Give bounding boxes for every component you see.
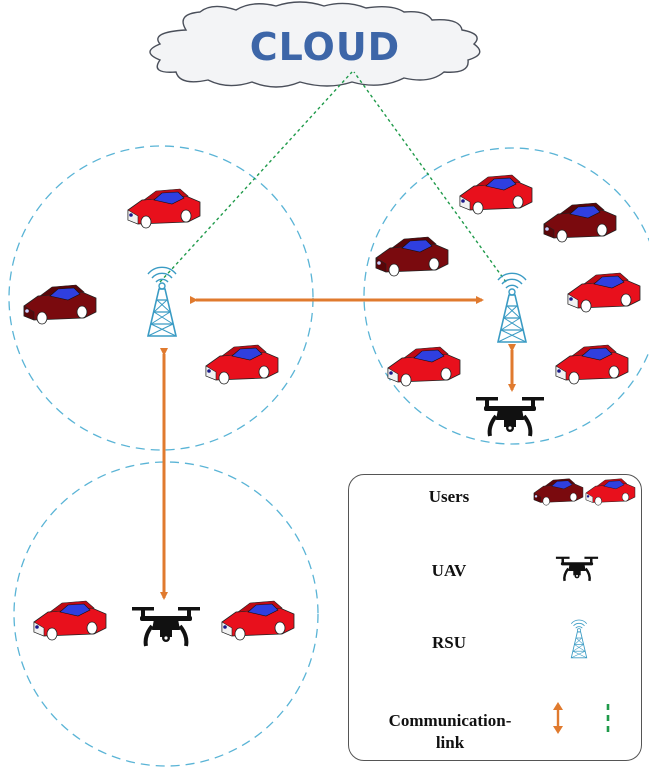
vehicle-red bbox=[387, 346, 461, 387]
legend-label-users: Users bbox=[428, 487, 470, 506]
vehicle-maroon bbox=[23, 284, 97, 325]
vehicle-maroon bbox=[375, 236, 449, 277]
cell-boundary-right bbox=[363, 147, 649, 445]
vehicle-red bbox=[33, 600, 107, 641]
cloud-title: CLOUD bbox=[250, 25, 400, 69]
vehicle-red bbox=[205, 344, 279, 385]
cell-boundary-bottom bbox=[13, 461, 319, 767]
uav-right-cell bbox=[474, 395, 546, 438]
legend-label-link-line1: Communication- bbox=[388, 711, 512, 730]
legend-label-link-line2: link bbox=[435, 733, 465, 752]
vehicle-maroon bbox=[543, 202, 617, 243]
cloud-link-left bbox=[159, 71, 353, 283]
rsu-tower-right bbox=[497, 272, 527, 343]
legend-label-uav: UAV bbox=[431, 561, 467, 580]
vehicle-red bbox=[127, 188, 201, 229]
cloud-link-right bbox=[353, 71, 507, 283]
legend-orange-arrow-icon bbox=[553, 702, 563, 734]
vehicle-red bbox=[555, 344, 629, 385]
cloud: CLOUD bbox=[149, 1, 481, 88]
rsu-tower-left bbox=[147, 266, 177, 337]
vehicle-red bbox=[567, 272, 641, 313]
vehicle-red bbox=[221, 600, 295, 641]
legend-box: Users UAV RSU Communication- link bbox=[348, 474, 642, 761]
vehicle-red bbox=[459, 174, 533, 215]
uav-bottom-cell bbox=[130, 605, 202, 648]
legend-label-rsu: RSU bbox=[431, 633, 466, 652]
